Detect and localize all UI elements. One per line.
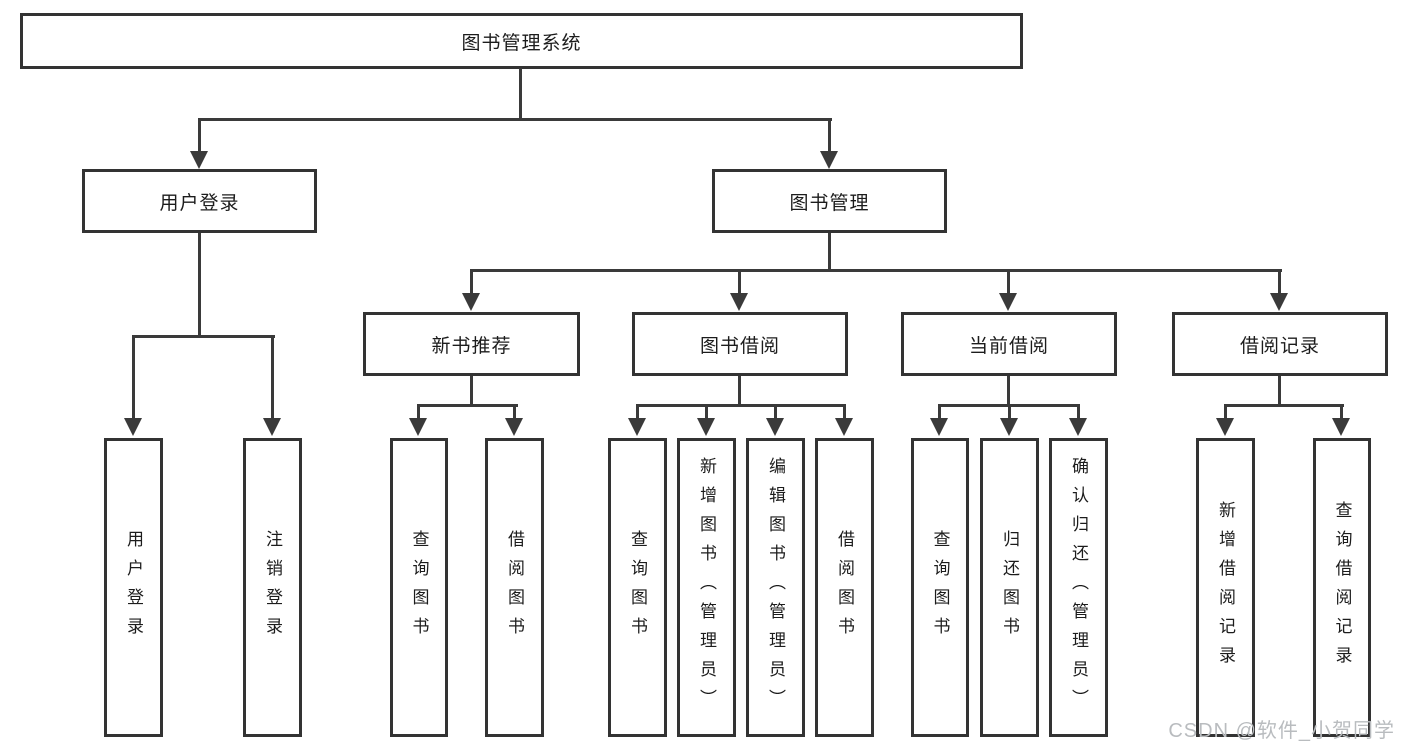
node-label: 查询图书: [930, 529, 950, 646]
node-label: 用户登录: [159, 192, 240, 214]
arrow-down-icon: [190, 151, 208, 169]
arrow-down-icon: [820, 151, 838, 169]
leaf-borrow-books-recommend: 借阅图书: [485, 438, 544, 737]
connector-line: [132, 337, 135, 420]
node-label: 借阅图书: [505, 529, 524, 646]
node-label: 查询图书: [628, 529, 647, 646]
connector-line: [738, 271, 741, 295]
node-label: 用户登录: [124, 529, 143, 646]
connector-line: [828, 233, 831, 271]
connector-line: [470, 271, 473, 295]
node-label: 注销登录: [263, 529, 282, 646]
leaf-return-books: 归还图书: [980, 438, 1039, 737]
arrow-down-icon: [766, 418, 784, 436]
connector-line: [271, 337, 274, 420]
node-label: 查询图书: [409, 529, 429, 646]
node-borrowing-records: 借阅记录: [1172, 312, 1388, 376]
node-new-book-recommendation: 新书推荐: [363, 312, 580, 376]
leaf-add-book-admin: 新增图书（管理员）: [677, 438, 736, 737]
arrow-down-icon: [697, 418, 715, 436]
connector-line: [774, 406, 777, 420]
arrow-down-icon: [835, 418, 853, 436]
arrow-down-icon: [1332, 418, 1350, 436]
leaf-query-books-recommend: 查询图书: [390, 438, 448, 737]
connector-line: [1007, 376, 1010, 407]
arrow-down-icon: [999, 293, 1017, 311]
connector-line: [938, 404, 1080, 407]
connector-line: [417, 404, 518, 407]
connector-line: [513, 406, 516, 420]
node-book-management: 图书管理: [712, 169, 947, 233]
connector-line: [198, 120, 201, 153]
leaf-confirm-return-admin: 确认归还（管理员）: [1049, 438, 1108, 737]
leaf-add-borrow-record: 新增借阅记录: [1196, 438, 1255, 737]
connector-line: [519, 68, 522, 120]
arrow-down-icon: [124, 418, 142, 436]
leaf-query-books-current: 查询图书: [911, 438, 969, 737]
connector-line: [1007, 271, 1010, 295]
leaf-edit-book-admin: 编辑图书（管理员）: [746, 438, 805, 737]
node-label: 图书管理系统: [461, 32, 582, 54]
node-user-login: 用户登录: [82, 169, 317, 233]
node-label: 新增图书（管理员）: [697, 457, 716, 718]
connector-line: [705, 406, 708, 420]
connector-line: [1278, 271, 1281, 295]
node-label: 当前借阅: [968, 335, 1049, 357]
arrow-down-icon: [628, 418, 646, 436]
connector-line: [636, 406, 639, 420]
arrow-down-icon: [1216, 418, 1234, 436]
node-label: 新书推荐: [431, 335, 512, 357]
leaf-logout: 注销登录: [243, 438, 302, 737]
node-label: 借阅图书: [835, 529, 854, 646]
connector-line: [843, 406, 846, 420]
node-label: 查询借阅记录: [1332, 500, 1352, 675]
connector-line: [470, 269, 1282, 272]
node-label: 归还图书: [1000, 529, 1019, 646]
connector-line: [198, 233, 201, 337]
node-current-borrowing: 当前借阅: [901, 312, 1117, 376]
csdn-watermark: CSDN @软件_小贺同学: [1168, 720, 1395, 742]
arrow-down-icon: [409, 418, 427, 436]
arrow-down-icon: [505, 418, 523, 436]
connector-line: [738, 376, 741, 407]
arrow-down-icon: [263, 418, 281, 436]
connector-line: [1278, 376, 1281, 407]
connector-line: [636, 404, 846, 407]
leaf-query-borrow-record: 查询借阅记录: [1313, 438, 1371, 737]
leaf-borrow-books: 借阅图书: [815, 438, 874, 737]
arrow-down-icon: [1270, 293, 1288, 311]
connector-line: [1340, 406, 1343, 420]
connector-line: [1224, 404, 1344, 407]
connector-line: [470, 376, 473, 407]
node-label: 新增借阅记录: [1216, 500, 1235, 675]
connector-line: [198, 118, 832, 121]
connector-line: [132, 335, 275, 338]
arrow-down-icon: [462, 293, 480, 311]
node-label: 编辑图书（管理员）: [766, 457, 785, 718]
connector-line: [1008, 406, 1011, 420]
connector-line: [1224, 406, 1227, 420]
connector-line: [828, 120, 831, 153]
node-book-borrowing: 图书借阅: [632, 312, 848, 376]
connector-line: [1077, 406, 1080, 420]
node-library-management-system: 图书管理系统: [20, 13, 1023, 69]
node-label: 确认归还（管理员）: [1069, 457, 1088, 718]
arrow-down-icon: [730, 293, 748, 311]
connector-line: [938, 406, 941, 420]
arrow-down-icon: [1069, 418, 1087, 436]
leaf-query-books-borrowing: 查询图书: [608, 438, 667, 737]
leaf-user-login: 用户登录: [104, 438, 163, 737]
arrow-down-icon: [930, 418, 948, 436]
node-label: 借阅记录: [1239, 335, 1320, 357]
node-label: 图书管理: [789, 192, 870, 214]
arrow-down-icon: [1000, 418, 1018, 436]
node-label: 图书借阅: [699, 335, 780, 357]
connector-line: [417, 406, 420, 420]
